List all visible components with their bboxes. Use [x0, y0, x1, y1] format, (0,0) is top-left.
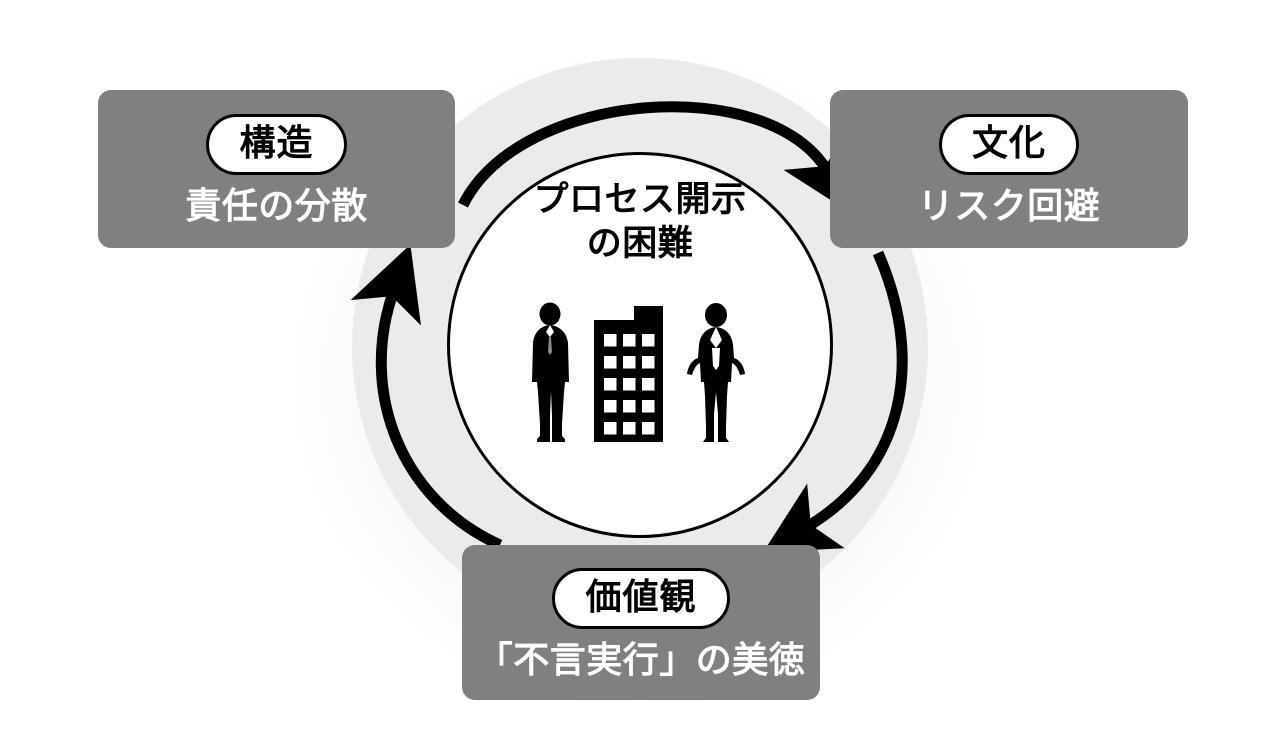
node-culture[interactable]: 文化 リスク回避: [830, 90, 1188, 248]
node-structure[interactable]: 構造 責任の分散: [98, 90, 455, 248]
node-structure-badge: 構造: [206, 114, 347, 175]
node-culture-subtitle: リスク回避: [917, 185, 1101, 226]
center-label: プロセス開示 の困難: [470, 178, 810, 266]
center-label-line1: プロセス開示: [533, 180, 747, 219]
center-label-line2: の困難: [586, 224, 694, 264]
office-and-people-illustration: [532, 302, 745, 442]
businesswoman-icon: [687, 303, 745, 442]
node-culture-badge: 文化: [938, 114, 1079, 175]
node-values-badge: 価値観: [552, 567, 730, 629]
node-values[interactable]: 価値観 「不言実行」の美徳: [462, 545, 820, 700]
node-values-subtitle: 「不言実行」の美徳: [476, 638, 806, 680]
office-building-icon: [594, 306, 663, 442]
node-structure-subtitle: 責任の分散: [185, 185, 368, 226]
businessman-icon: [532, 302, 569, 442]
